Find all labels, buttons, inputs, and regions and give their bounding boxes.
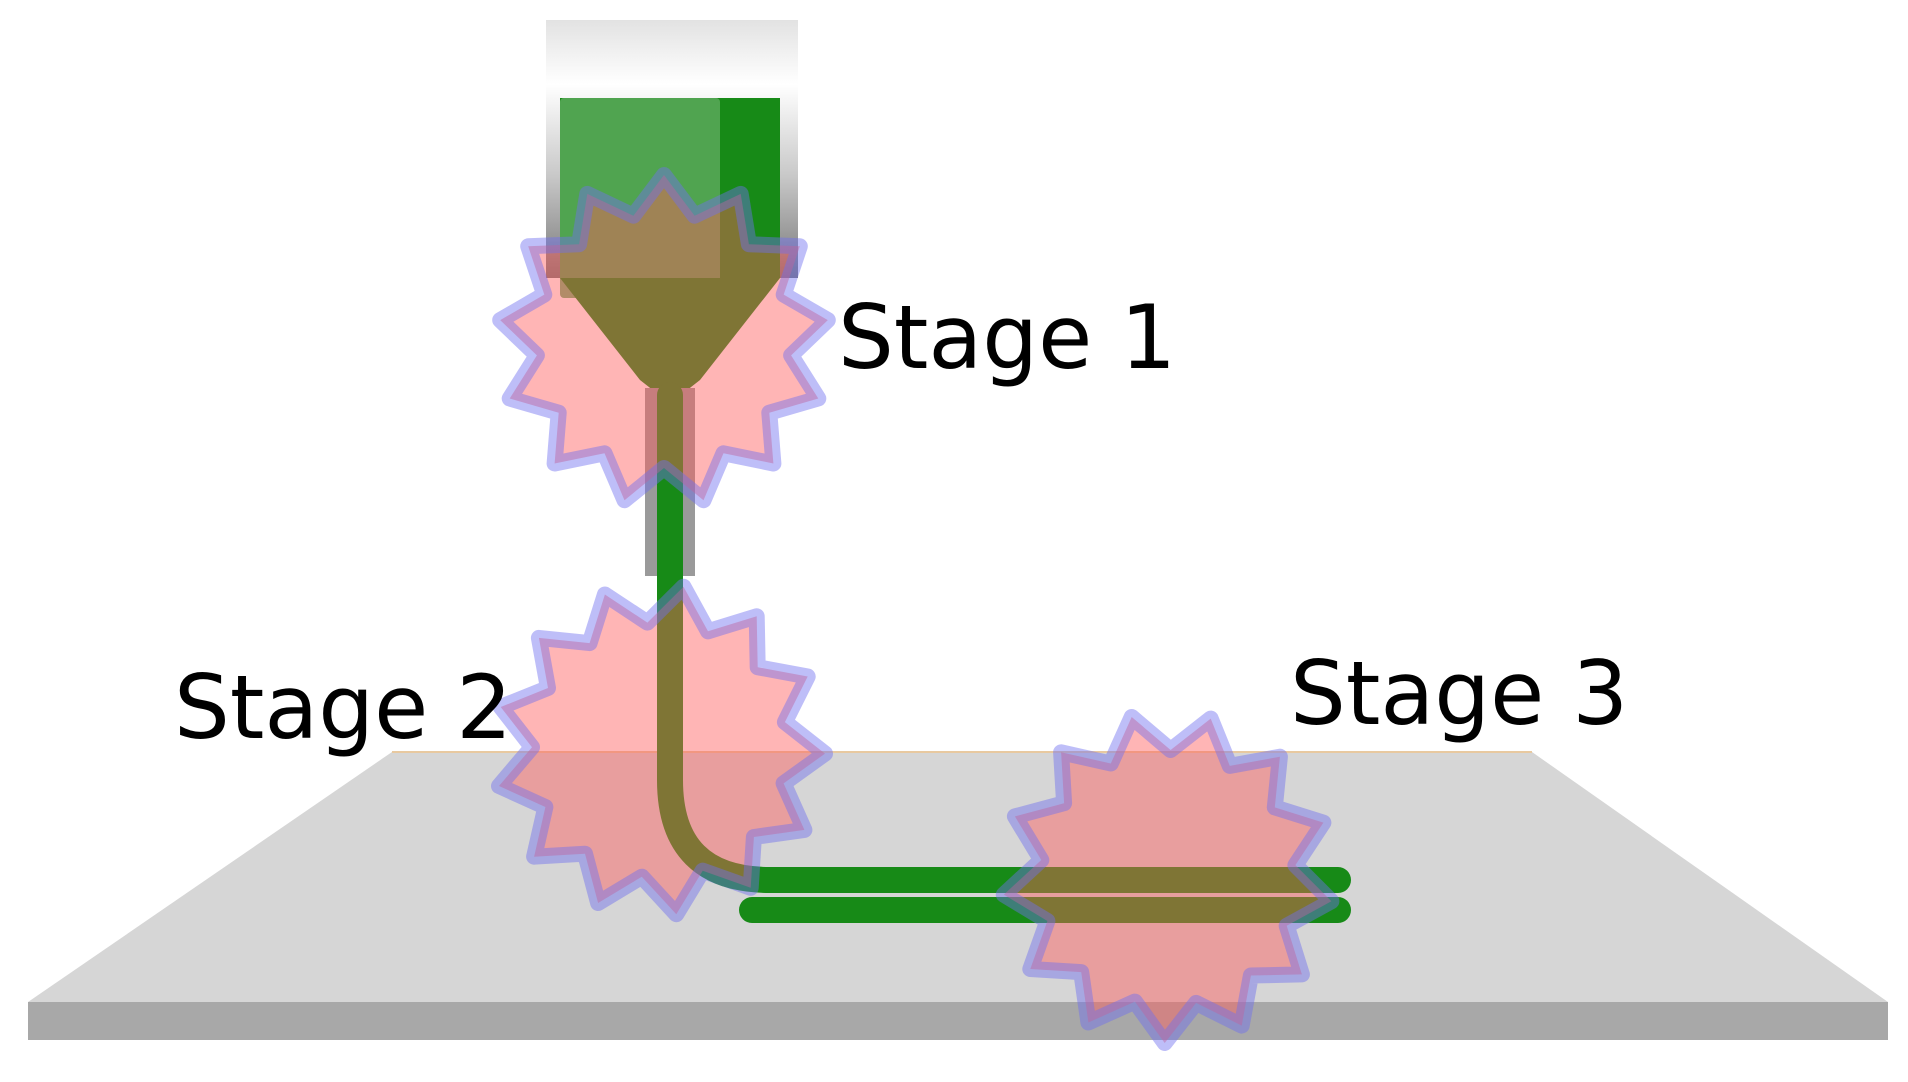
stage-3-burst xyxy=(995,709,1340,1051)
stage-3-label: Stage 3 xyxy=(1290,642,1628,745)
filament xyxy=(657,382,1351,923)
stage-2-label: Stage 2 xyxy=(174,656,512,759)
stage-1-burst xyxy=(492,167,836,509)
stage-1-label: Stage 1 xyxy=(838,286,1176,389)
filament-strand xyxy=(657,382,1351,893)
build-plate-side xyxy=(28,1002,1888,1040)
syringe-ink-highlight xyxy=(560,98,720,298)
stage-2-burst xyxy=(491,578,833,923)
nozzle-cone xyxy=(560,278,780,380)
build-plate xyxy=(28,751,1888,1040)
